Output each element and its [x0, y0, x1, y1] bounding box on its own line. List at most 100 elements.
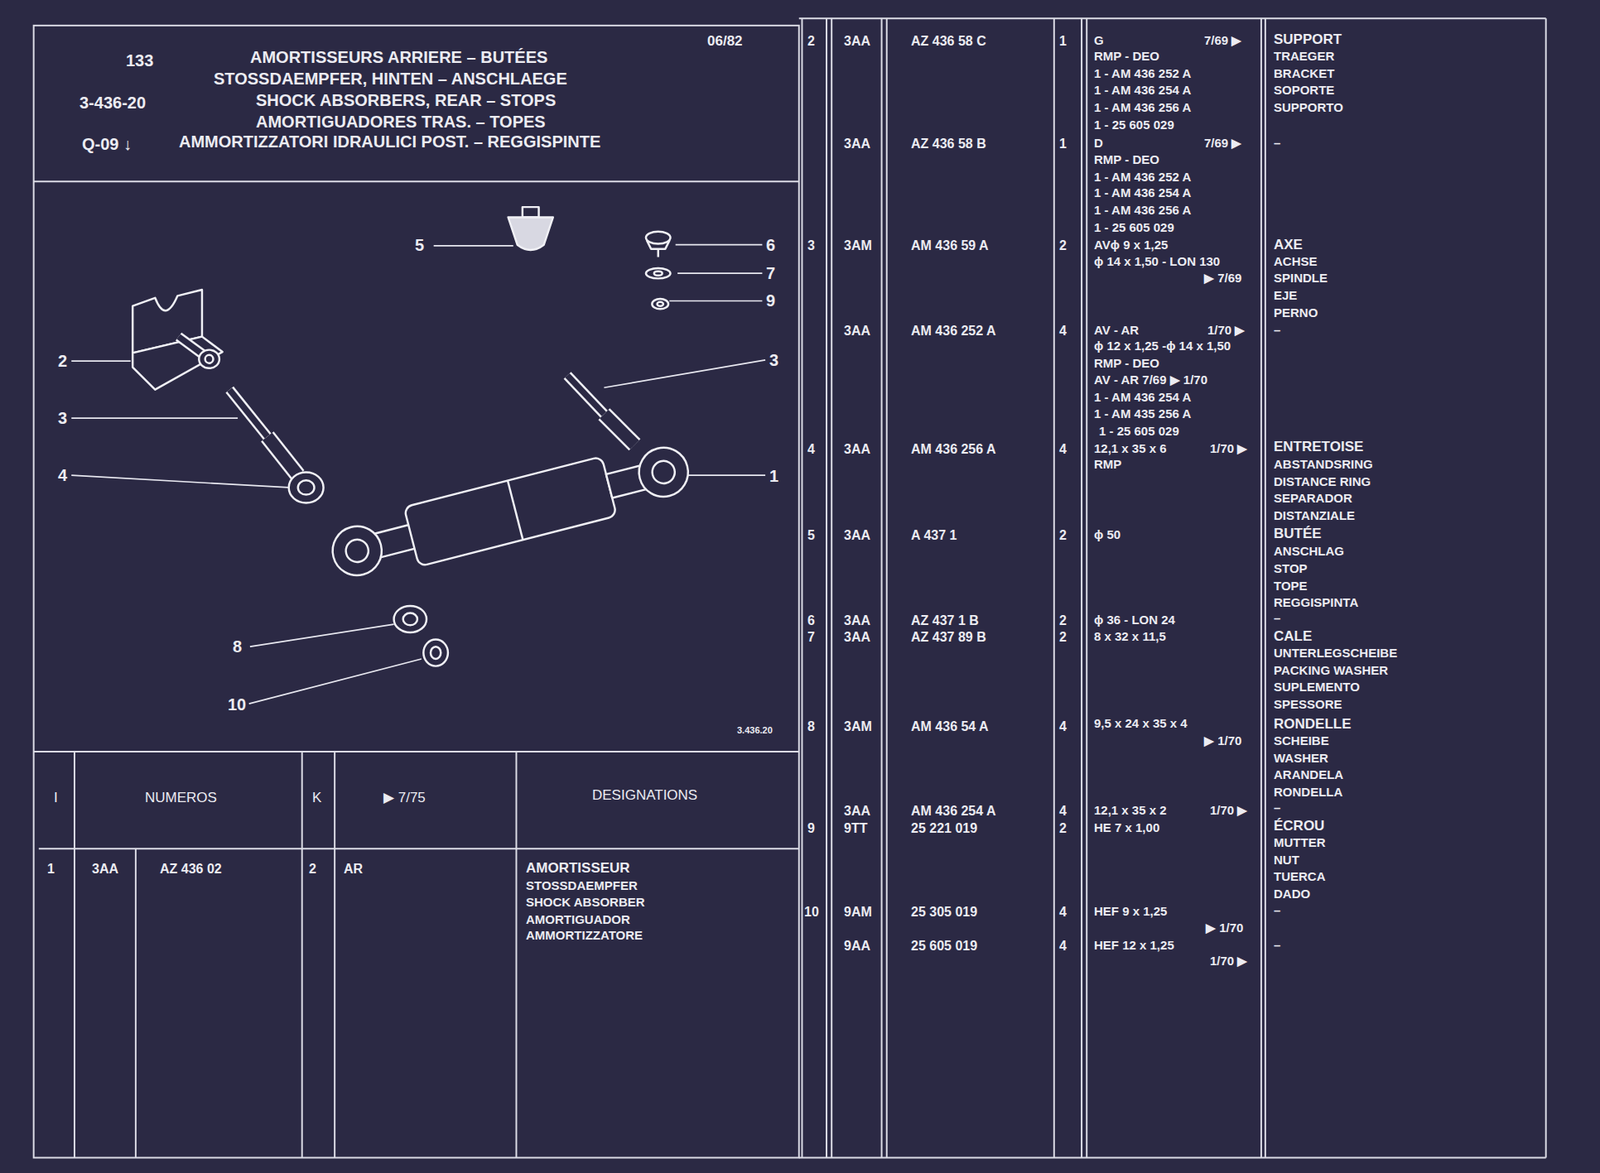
designation-line: SOPORTE [1273, 83, 1335, 98]
spec-cell: 9,5 x 24 x 35 x 4 [1093, 717, 1188, 732]
table-header: ▶ 7/75 [383, 790, 426, 807]
table-cell: 3AM [843, 719, 873, 735]
table-cell: 3AA [91, 862, 119, 878]
designation-line: – [1273, 136, 1281, 151]
designation-line: SCHEIBE [1273, 734, 1330, 749]
table-cell: 3AA [843, 33, 871, 49]
table-cell: 2 [308, 862, 317, 878]
table-cell: 1 [1059, 33, 1067, 49]
designation-line: SUPLEMENTO [1273, 680, 1360, 695]
table-cell: 4 [1059, 804, 1067, 820]
table-header: I [53, 790, 58, 807]
designation-heading: ENTRETOISE [1273, 439, 1364, 456]
callout-number: 10 [227, 695, 246, 714]
table-cell: 3AA [843, 136, 871, 152]
table-cell: 4 [1059, 323, 1067, 339]
spec-cell: AV - AR 7/69 ▶ 1/70 [1093, 373, 1208, 388]
designation-line: SPESSORE [1273, 698, 1343, 713]
callout-number: 2 [57, 351, 68, 371]
designation-line: ABSTANDSRING [1273, 457, 1374, 473]
callout-number: 7 [766, 264, 776, 283]
heading-line: SHOCK ABSORBERS, REAR – STOPS [255, 91, 556, 110]
table-cell: 25 221 019 [910, 821, 978, 837]
designation-heading: RONDELLE [1273, 717, 1352, 733]
spec-cell: ϕ 14 x 1,50 - LON 130 [1093, 255, 1220, 270]
table-cell: 9AA [843, 939, 871, 955]
spec-cell: 8 x 32 x 11,5 [1093, 630, 1167, 645]
designation-line: TRAEGER [1273, 49, 1335, 64]
table-cell: 9 [807, 821, 815, 837]
spec-cell: HEF 12 x 1,25 [1093, 939, 1175, 954]
spec-cell: 1 - AM 436 254 A [1093, 390, 1191, 405]
callout-number: 8 [232, 637, 242, 656]
table-cell: AM 436 54 A [910, 719, 989, 735]
table-cell: 10 [804, 905, 820, 921]
table-cell: 3AA [843, 442, 871, 458]
table-cell: 1 [1059, 136, 1067, 152]
table-cell: 5 [807, 528, 815, 544]
spec-cell: 1/70 ▶ [1209, 954, 1248, 969]
table-header: NUMEROS [144, 790, 217, 807]
designation-line: TUERCA [1273, 870, 1326, 885]
table-cell: 2 [1059, 238, 1067, 254]
designation-line: SUPPORTO [1273, 101, 1344, 116]
table-cell: AZ 436 58 B [910, 136, 987, 152]
callout-number: 9 [766, 291, 776, 310]
heading-line: Q-09 ↓ [81, 134, 132, 154]
callout-number: 3 [769, 351, 779, 370]
spec-cell: 1 - AM 436 254 A [1093, 186, 1191, 201]
designation-line: ACHSE [1273, 255, 1318, 270]
heading-line: 3-436-20 [79, 93, 146, 112]
designation-line: – [1273, 904, 1281, 919]
heading-line: 133 [125, 51, 154, 70]
table-cell: 3 [807, 238, 815, 254]
spec-cell: 7/69 ▶ [1204, 33, 1242, 49]
table-cell: 2 [1059, 821, 1067, 837]
designation-heading: ÉCROU [1273, 819, 1325, 835]
designation-heading: CALE [1273, 629, 1312, 646]
designation-line: SHOCK ABSORBER [525, 896, 646, 911]
spec-cell: 1 - 25 605 029 [1098, 424, 1180, 439]
designation-line: NUT [1273, 853, 1300, 868]
table-cell: AZ 436 02 [159, 862, 222, 878]
designation-line: SPINDLE [1273, 271, 1328, 286]
date-code: 06/82 [707, 33, 743, 50]
designation-line: WASHER [1273, 751, 1329, 767]
table-cell: 25 605 019 [910, 939, 978, 955]
spec-cell: 1/70 ▶ [1209, 804, 1248, 819]
table-cell: 2 [1059, 630, 1067, 646]
spec-cell: D [1093, 136, 1104, 151]
table-cell: 1 [47, 862, 55, 878]
table-cell: 9AM [843, 905, 873, 921]
designation-line: AMORTIGUADOR [525, 913, 631, 928]
designation-line: STOP [1273, 562, 1308, 577]
spec-cell: ϕ 50 [1093, 528, 1121, 543]
table-cell: 25 305 019 [910, 905, 978, 921]
designation-line: STOSSDAEMPFER [525, 879, 638, 894]
designation-line: PACKING WASHER [1273, 664, 1388, 679]
table-cell: 8 [807, 719, 815, 735]
spec-cell: RMP - DEO [1093, 356, 1160, 372]
designation-line: – [1273, 939, 1281, 954]
table-cell: 3AA [843, 804, 871, 820]
spec-cell: 1/70 ▶ [1209, 442, 1248, 457]
spec-cell: AV - AR [1093, 323, 1139, 338]
table-cell: 3AA [843, 613, 871, 629]
spec-cell: 12,1 x 35 x 2 [1093, 804, 1167, 819]
spec-cell: 1 - 25 605 029 [1093, 221, 1175, 236]
designation-line: – [1273, 323, 1281, 338]
table-cell: 4 [1059, 442, 1067, 458]
spec-cell: ϕ 36 - LON 24 [1093, 613, 1176, 628]
spec-cell: ϕ 12 x 1,25 -ϕ 14 x 1,50 [1093, 339, 1231, 354]
callout-number: 6 [766, 236, 776, 255]
designation-line: SEPARADOR [1273, 491, 1353, 507]
spec-cell: HEF 9 x 1,25 [1093, 905, 1167, 920]
spec-cell: 1 - AM 436 252 A [1093, 170, 1191, 185]
designation-line: EJE [1273, 289, 1297, 304]
table-cell: 2 [1059, 613, 1067, 629]
table-cell: AZ 436 58 C [910, 33, 987, 49]
designation-line: DADO [1273, 887, 1311, 902]
spec-cell: RMP [1093, 457, 1122, 473]
spec-cell: 1 - AM 436 252 A [1093, 67, 1191, 82]
